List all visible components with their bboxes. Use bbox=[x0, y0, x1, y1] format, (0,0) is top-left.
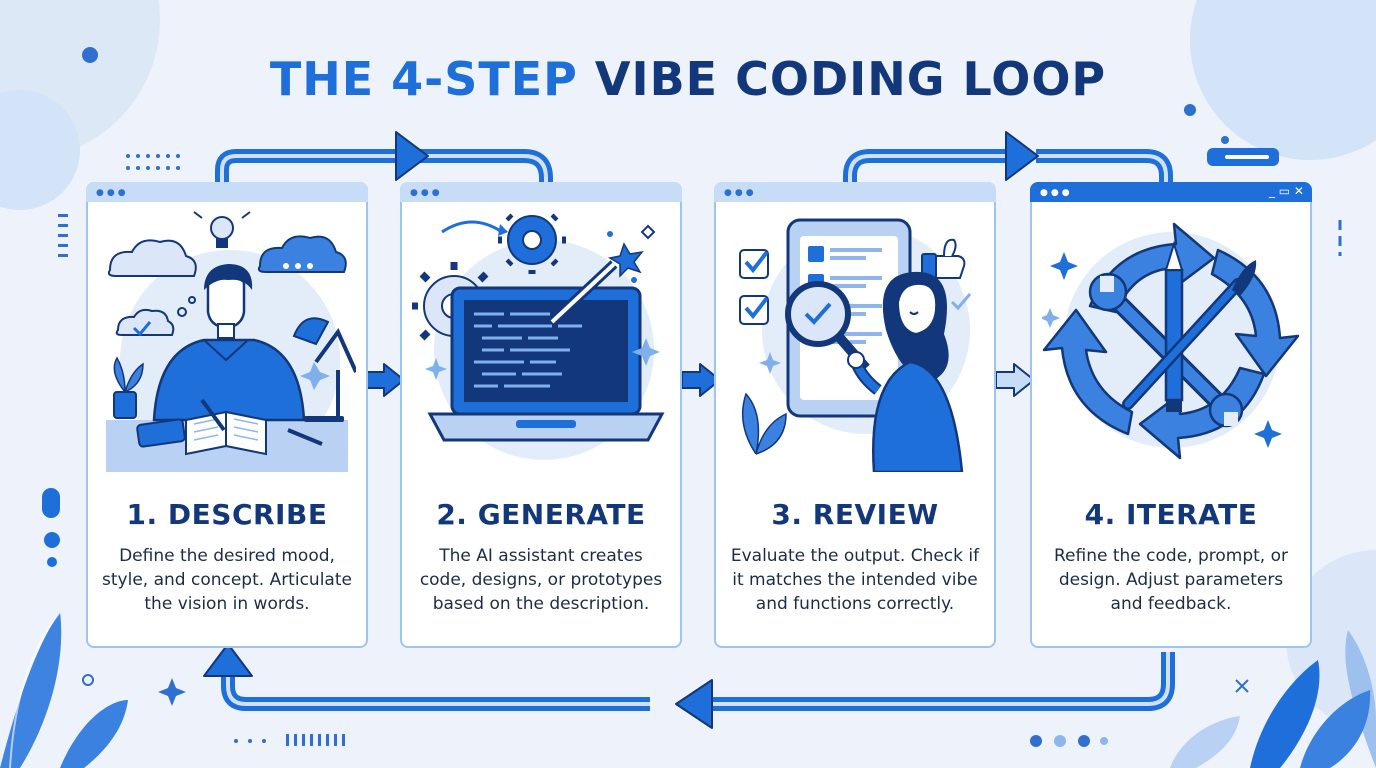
arrowhead-left-loop bbox=[675, 679, 713, 729]
woman-magnifying-glass-checklist-illustration bbox=[739, 218, 972, 472]
arrowhead-up-loop bbox=[203, 643, 253, 677]
page-title: THE 4-STEP VIBE CODING LOOP bbox=[0, 52, 1376, 106]
step-description: Evaluate the output. Check if it matches… bbox=[730, 546, 980, 614]
step-card-review: ●●● 3. bbox=[714, 182, 996, 648]
step-title: 4. ITERATE bbox=[1084, 498, 1258, 531]
step-card-iterate: ●●● _ ▭ ✕ 4. ITERATE Refine the code, pr… bbox=[1030, 182, 1312, 648]
arrow-between-3-4 bbox=[995, 363, 1035, 397]
step-description: Define the desired mood, style, and conc… bbox=[102, 546, 352, 614]
step-description: Refine the code, prompt, or design. Adju… bbox=[1054, 546, 1288, 614]
window-dots: ●●● bbox=[410, 188, 443, 198]
window-controls-icon: _ ▭ ✕ bbox=[1268, 184, 1304, 198]
window-dots: ●●● bbox=[1040, 188, 1073, 198]
person-writing-notebook-illustration bbox=[106, 211, 356, 472]
step-card-describe: ●●● 1. bbox=[86, 182, 368, 648]
step-title: 2. GENERATE bbox=[436, 498, 646, 531]
loop-back-right bbox=[712, 652, 1175, 711]
step-description: The AI assistant creates code, designs, … bbox=[419, 546, 663, 614]
cycle-arrows-tools-illustration bbox=[1042, 222, 1300, 460]
title-rest: VIBE CODING LOOP bbox=[594, 52, 1107, 106]
card-titlebar: ●●● bbox=[400, 182, 682, 202]
card-titlebar: ●●● bbox=[86, 182, 368, 202]
step-title: 3. REVIEW bbox=[771, 498, 939, 531]
window-dots: ●●● bbox=[724, 188, 757, 198]
window-dots: ●●● bbox=[96, 188, 129, 198]
card-titlebar: ●●● _ ▭ ✕ bbox=[1030, 182, 1312, 202]
loop-back-left bbox=[221, 674, 650, 711]
title-highlight: THE 4-STEP bbox=[269, 52, 578, 106]
arrowhead-right-1 bbox=[395, 131, 429, 181]
laptop-code-magic-wand-illustration bbox=[412, 210, 665, 460]
step-card-generate: ●●● 2. GENERATE The AI bbox=[400, 182, 682, 648]
arrowhead-right-3 bbox=[1005, 131, 1039, 181]
card-titlebar: ●●● bbox=[714, 182, 996, 202]
arrow-between-1-2 bbox=[365, 363, 405, 397]
arrow-between-2-3 bbox=[681, 363, 721, 397]
step-title: 1. DESCRIBE bbox=[126, 498, 328, 531]
